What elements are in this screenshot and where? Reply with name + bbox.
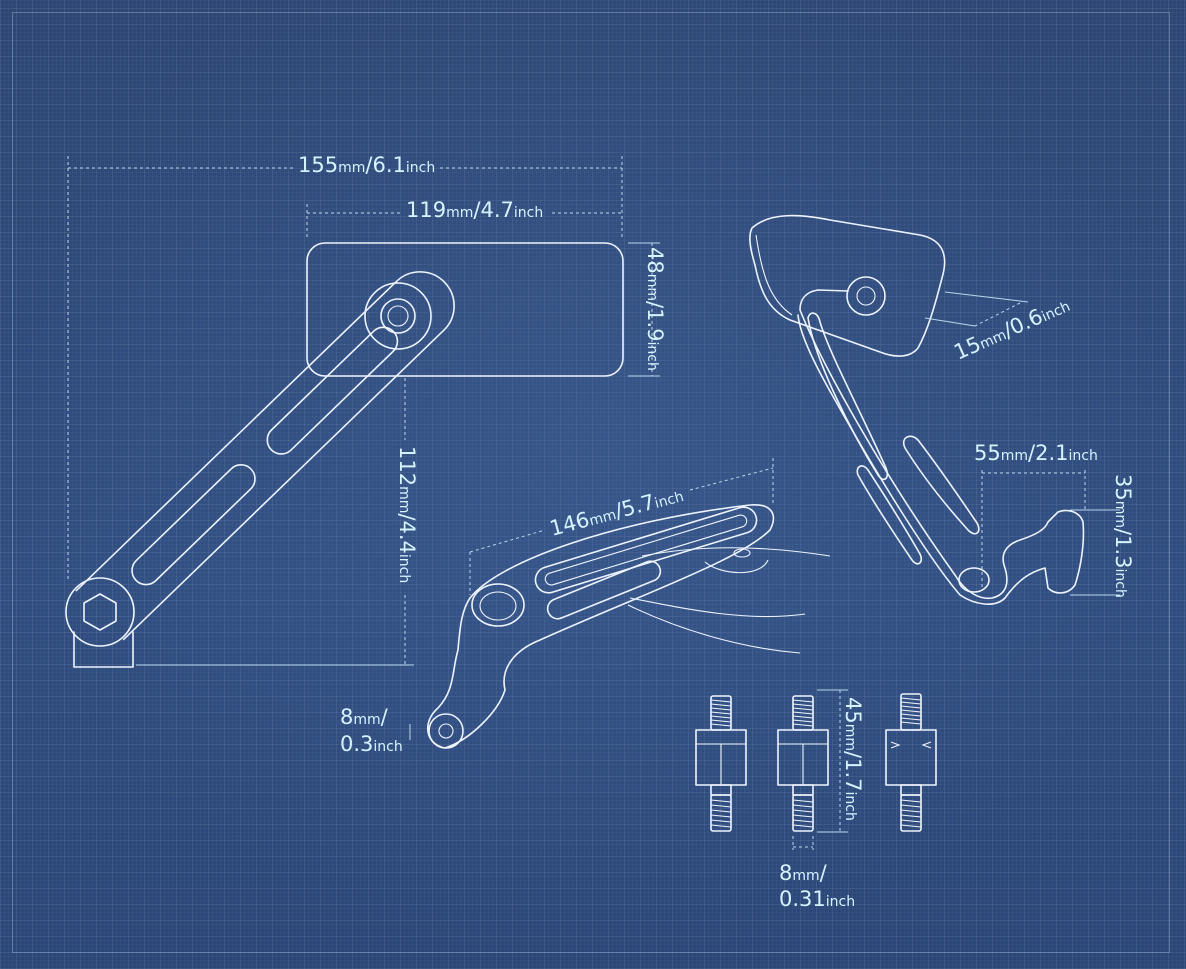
arm-front <box>75 271 455 641</box>
front-view <box>65 242 624 668</box>
arm-height-label: 112mm/4.4inch <box>395 446 419 583</box>
mirror-depth-label: 15mm/0.6inch <box>950 292 1073 364</box>
side-dimensions <box>409 458 774 740</box>
mirror-head-front <box>306 242 624 377</box>
bolt-3 <box>885 693 937 832</box>
mirror-pivot-inner <box>856 286 876 306</box>
arm-side-pivot-outer <box>471 583 525 627</box>
perspective-dimensions <box>924 291 1120 596</box>
bolt-2 <box>777 695 829 832</box>
blueprint-border <box>12 12 1170 953</box>
base-pivot <box>65 577 135 647</box>
arm-slot-lower <box>131 464 256 586</box>
offset-width-label: 55mm/2.1inch <box>974 441 1098 465</box>
hex-socket-icon <box>83 593 117 631</box>
mirror-width-label: 119mm/4.7inch <box>406 198 543 222</box>
arm-side <box>427 504 775 749</box>
arm-perspective-slot-1 <box>807 312 889 481</box>
perspective-view <box>749 214 1085 605</box>
front-dimensions <box>67 156 660 666</box>
side-view <box>427 504 831 749</box>
mount-eye-outer <box>428 713 464 749</box>
pivot-inner <box>380 298 416 334</box>
mirror-pivot-outer <box>846 276 886 316</box>
bolt-1 <box>695 695 747 832</box>
mirror-head-perspective <box>749 214 946 357</box>
bolt-length-label: 45mm/1.7inch <box>841 697 865 821</box>
mount-hole-label-line1: 8mm/ <box>340 705 389 729</box>
arm-length-label: 146mm/5.7inch <box>547 482 686 541</box>
bolt-diameter-label-line1: 8mm/ <box>779 861 828 885</box>
mount-eye-inner <box>438 723 454 739</box>
handlebar-lower <box>627 604 801 654</box>
arm-side-pivot-inner <box>479 591 517 621</box>
arm-side-slot-2 <box>546 560 662 620</box>
arm-side-slot-1 <box>534 506 758 594</box>
pivot-outer <box>364 282 432 350</box>
bolt-set <box>695 689 937 850</box>
arm-perspective-base <box>958 567 990 593</box>
clamp-cap <box>704 559 769 574</box>
offset-height-label: 35mm/1.3inch <box>1111 474 1135 598</box>
mount-hole-label-line2: 0.3inch <box>340 732 403 756</box>
bolt-diameter-label-line2: 0.31inch <box>779 887 855 911</box>
arm-perspective-slot-2 <box>902 435 980 535</box>
handlebar-mid <box>629 597 806 618</box>
pivot-bolt <box>387 305 409 327</box>
overall-width-label: 155mm/6.1inch <box>298 153 435 177</box>
handlebar-top <box>641 547 831 557</box>
arm-perspective-slot-3 <box>856 465 923 565</box>
base-stem <box>73 631 134 668</box>
arm-slot-upper <box>266 326 399 455</box>
arm-perspective <box>797 289 1085 605</box>
mirror-height-label: 48mm/1.9inch <box>643 247 667 371</box>
